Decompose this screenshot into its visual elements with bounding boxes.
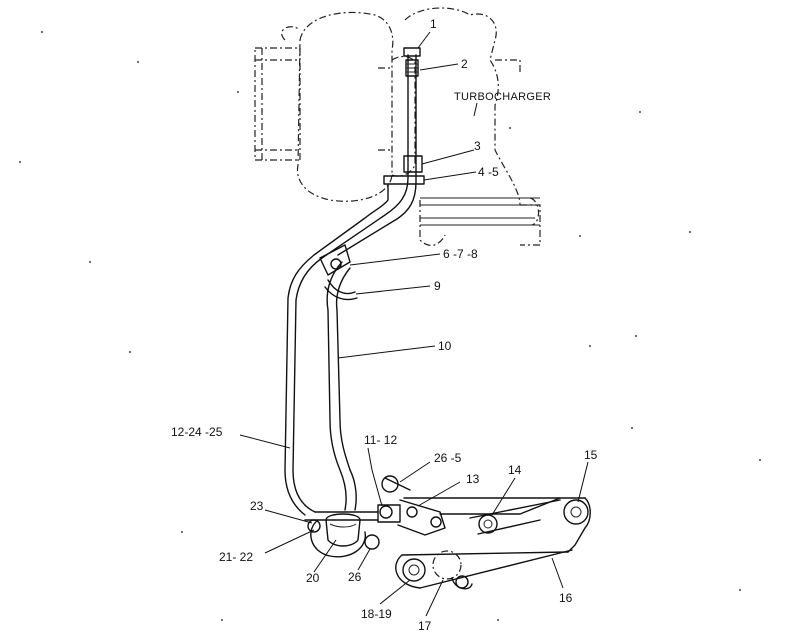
callout-26: 26: [348, 570, 362, 584]
callout-15: 15: [584, 448, 598, 462]
callout-labels: 1 2 TURBOCHARGER 3 4 -5 6 -7 -8 9 10 12-…: [171, 17, 598, 633]
callout-11-12: 11- 12: [364, 433, 397, 447]
lever-assembly: [377, 475, 591, 590]
callout-1: 1: [430, 17, 437, 31]
oil-supply-tube: [284, 47, 425, 521]
callout-9: 9: [434, 279, 441, 293]
callout-14: 14: [508, 463, 522, 477]
callout-3: 3: [474, 139, 481, 153]
callout-20: 20: [306, 571, 320, 585]
turbocharger-outline: [254, 7, 541, 247]
callout-10: 10: [438, 339, 452, 353]
callout-18-19: 18-19: [361, 607, 392, 621]
turbocharger-label: TURBOCHARGER: [454, 91, 551, 103]
leader-lines: [239, 31, 589, 617]
callout-26-5: 26 -5: [434, 451, 462, 465]
scan-speckles: [19, 31, 761, 621]
callout-23: 23: [250, 499, 264, 513]
callout-6-7-8: 6 -7 -8: [443, 247, 478, 261]
callout-13: 13: [466, 472, 480, 486]
callout-2: 2: [461, 57, 468, 71]
callout-17: 17: [418, 619, 432, 633]
callout-12-24-25: 12-24 -25: [171, 425, 223, 439]
callout-21-22: 21- 22: [219, 550, 253, 564]
callout-16: 16: [559, 591, 573, 605]
callout-4-5: 4 -5: [478, 165, 499, 179]
